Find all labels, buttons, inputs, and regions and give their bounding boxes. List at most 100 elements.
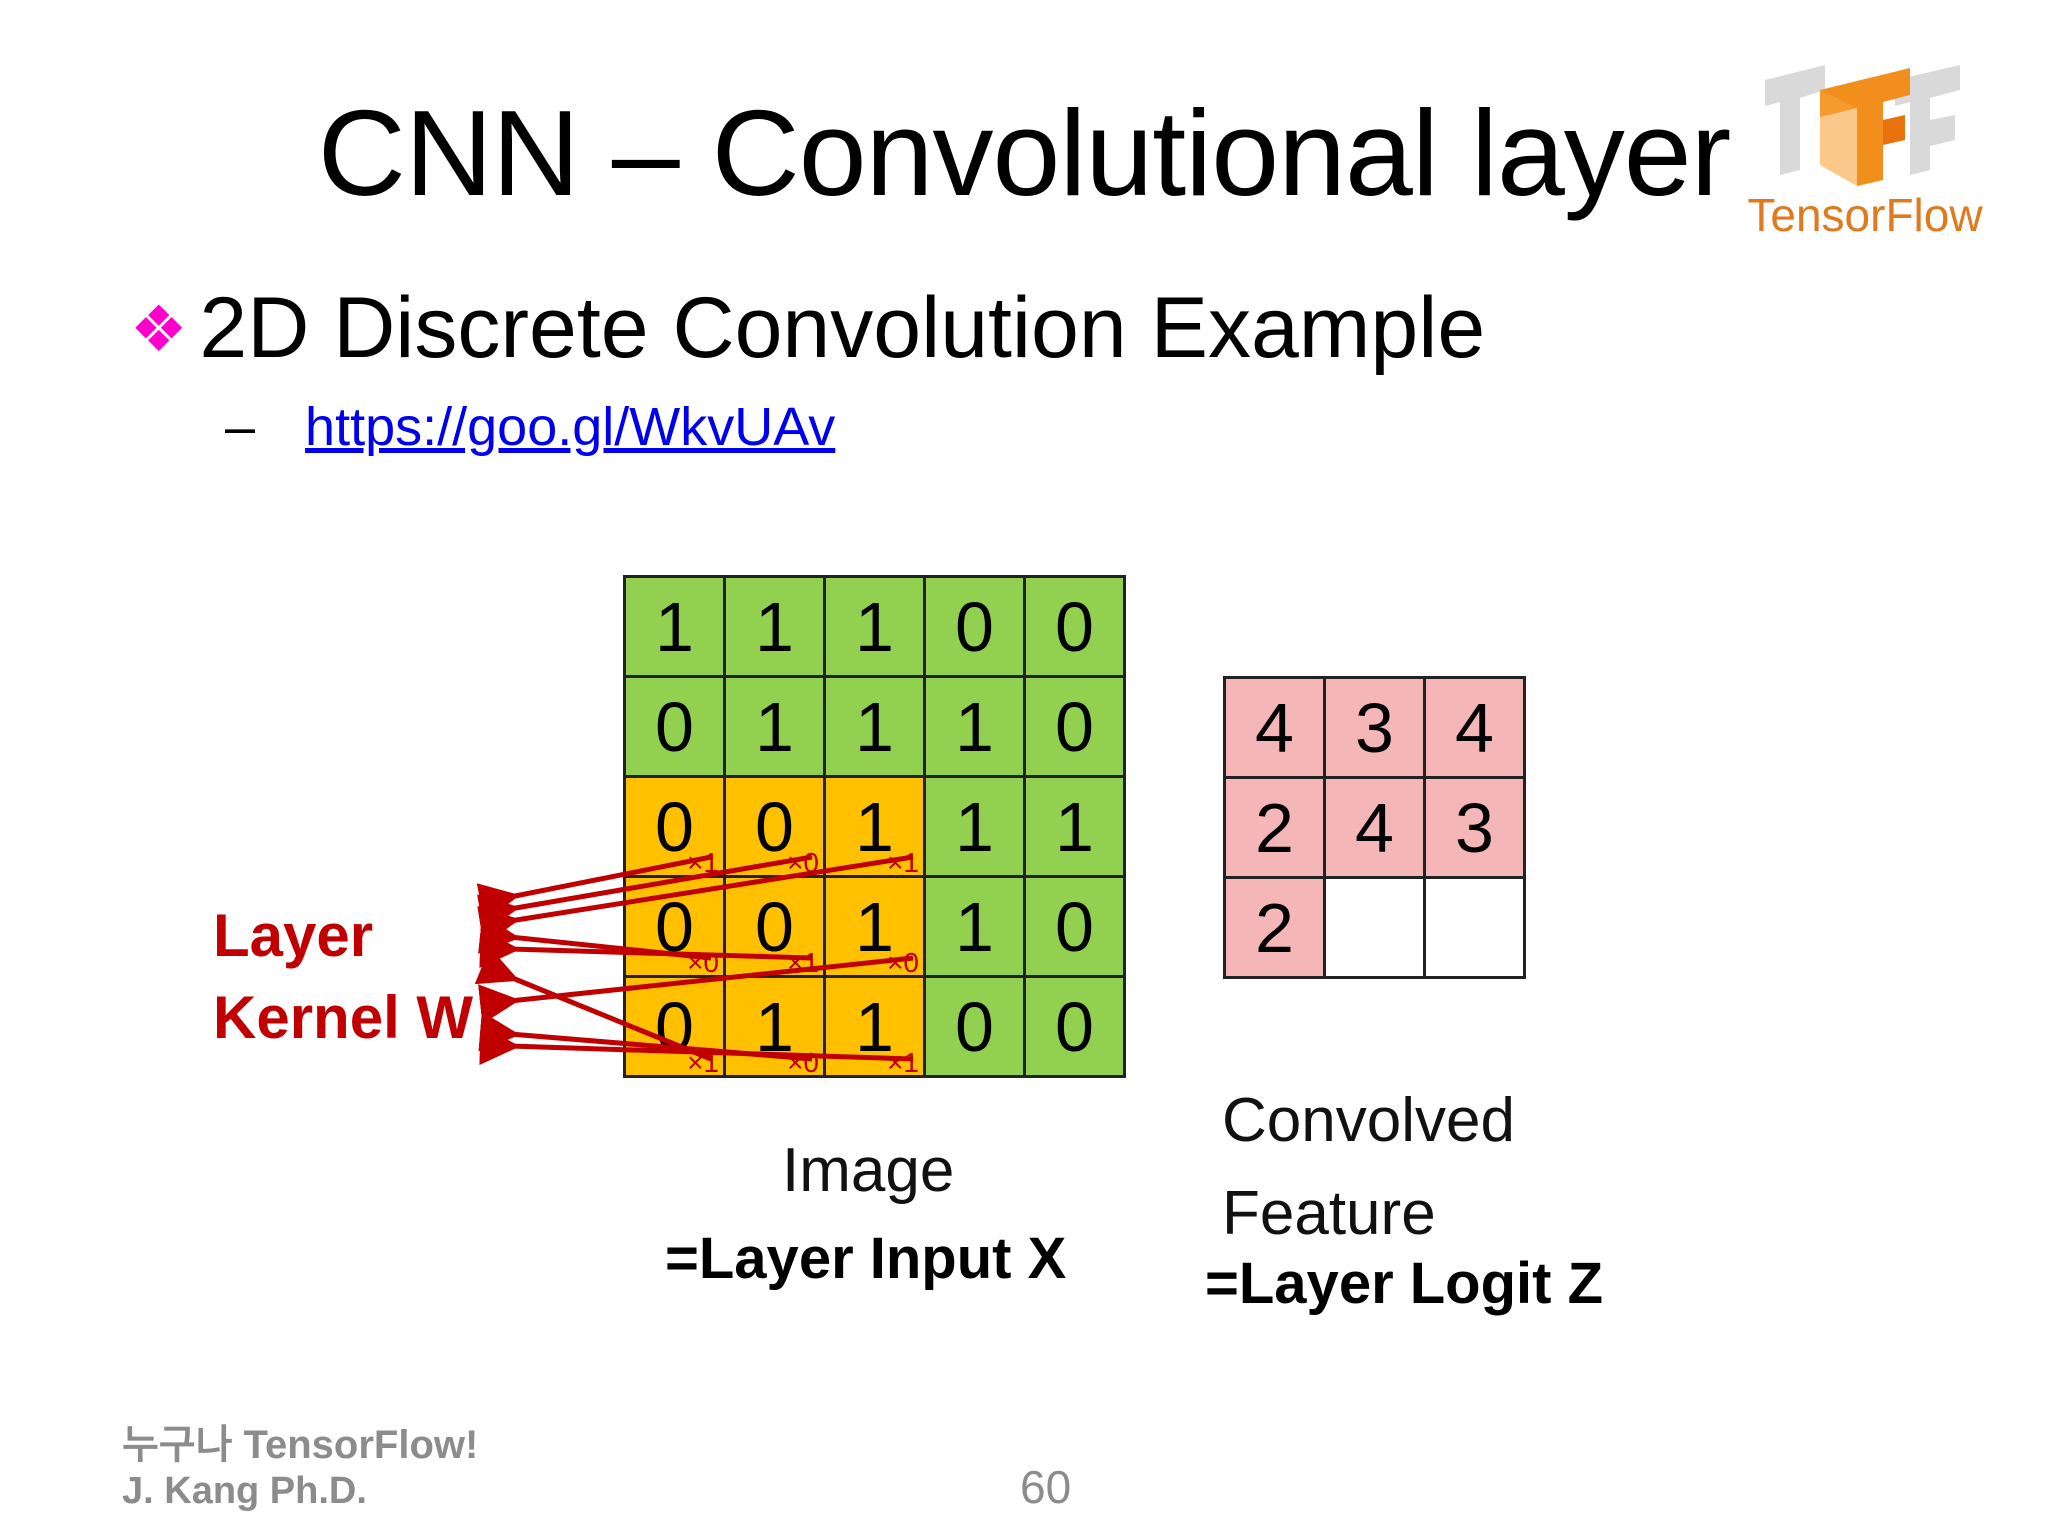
- input-cell: 1: [1023, 775, 1126, 878]
- input-cell: 1×0: [823, 875, 926, 978]
- input-cell-value: 0: [1055, 587, 1094, 666]
- input-cell: 1: [823, 575, 926, 678]
- input-cell: 1×0: [723, 975, 826, 1078]
- kernel-weight: ×1: [687, 1047, 719, 1078]
- input-cell: 0: [923, 575, 1026, 678]
- input-cell: 1: [923, 875, 1026, 978]
- input-caption: Image: [782, 1136, 955, 1205]
- output-cell-value: 2: [1255, 788, 1294, 867]
- kernel-weight: ×0: [887, 947, 919, 978]
- input-cell: 1: [923, 675, 1026, 778]
- input-cell-value: 1: [955, 687, 994, 766]
- input-cell: 1×1: [823, 775, 926, 878]
- input-cell-value: 0: [655, 687, 694, 766]
- input-cell: 0: [1023, 875, 1126, 978]
- kernel-label-line2: Kernel W: [213, 984, 474, 1051]
- input-cell: 1: [923, 775, 1026, 878]
- input-cell: 0×1: [623, 975, 726, 1078]
- output-cell: 3: [1323, 676, 1426, 779]
- input-cell-value: 0: [1055, 887, 1094, 966]
- kernel-weight: ×1: [687, 847, 719, 878]
- output-cell-value: 3: [1355, 688, 1394, 767]
- output-cell: [1323, 876, 1426, 979]
- tensorflow-icon: [1765, 65, 1960, 186]
- sub-bullet: –https://goo.gl/WkvUAv: [225, 397, 835, 457]
- input-cell-value: 1: [755, 687, 794, 766]
- kernel-weight: ×1: [887, 847, 919, 878]
- output-row: 2: [1223, 876, 1526, 979]
- output-cell: [1423, 876, 1526, 979]
- kernel-label: Layer Kernel W: [213, 895, 473, 1059]
- input-cell-value: 1: [755, 587, 794, 666]
- input-cell-value: 0: [755, 787, 794, 866]
- input-cell-value: 1: [855, 687, 894, 766]
- output-cell: 2: [1223, 776, 1326, 879]
- kernel-weight: ×1: [887, 1047, 919, 1078]
- input-cell-value: 1: [955, 887, 994, 966]
- footer-author: J. Kang Ph.D.: [122, 1470, 367, 1512]
- input-cell: 1: [723, 675, 826, 778]
- input-cell: 0×0: [623, 875, 726, 978]
- input-cell: 0: [923, 975, 1026, 1078]
- page-number: 60: [1020, 1461, 1072, 1513]
- output-cell-value: 4: [1455, 688, 1494, 767]
- bullet-text: 2D Discrete Convolution Example: [199, 280, 1486, 376]
- tensorflow-logo: TensorFlow: [1745, 60, 1985, 250]
- input-cell-value: 1: [855, 787, 894, 866]
- output-cell: 4: [1423, 676, 1526, 779]
- input-cell-value: 0: [1055, 687, 1094, 766]
- diamond-bullet-icon: ❖: [130, 293, 188, 365]
- input-cell: 0×0: [723, 775, 826, 878]
- output-cell: 3: [1423, 776, 1526, 879]
- input-cell: 1×1: [823, 975, 926, 1078]
- input-cell-value: 0: [955, 987, 994, 1066]
- kernel-weight: ×1: [787, 947, 819, 978]
- output-cell-value: 4: [1355, 788, 1394, 867]
- input-cell: 0×1: [623, 775, 726, 878]
- slide-title: CNN – Convolutional layer: [317, 85, 1732, 221]
- input-cell: 1: [823, 675, 926, 778]
- footer-course: 누구나 TensorFlow!: [122, 1423, 479, 1467]
- output-cell: 4: [1223, 676, 1326, 779]
- kernel-weight: ×0: [787, 1047, 819, 1078]
- reference-link[interactable]: https://goo.gl/WkvUAv: [305, 397, 836, 457]
- sub-bullet-dash: –: [225, 397, 256, 457]
- kernel-weight: ×0: [687, 947, 719, 978]
- bullet-point: ❖2D Discrete Convolution Example: [130, 280, 1485, 377]
- input-cell-value: 0: [1055, 987, 1094, 1066]
- input-cell-value: 0: [655, 787, 694, 866]
- output-caption-line2: Feature: [1222, 1179, 1436, 1248]
- input-cell-value: 0: [955, 587, 994, 666]
- output-cell-value: 3: [1455, 788, 1494, 867]
- input-cell: 0: [623, 675, 726, 778]
- output-cell: 2: [1223, 876, 1326, 979]
- output-cell-value: 4: [1255, 688, 1294, 767]
- input-cell-value: 1: [955, 787, 994, 866]
- input-cell-value: 1: [855, 587, 894, 666]
- input-cell: 1: [623, 575, 726, 678]
- input-cell: 0: [1023, 575, 1126, 678]
- output-caption-2: =Layer Logit Z: [1205, 1251, 1604, 1316]
- input-cell: 1: [723, 575, 826, 678]
- kernel-weight: ×0: [787, 847, 819, 878]
- logo-label: TensorFlow: [1747, 189, 1983, 241]
- output-cell: 4: [1323, 776, 1426, 879]
- input-cell: 0×1: [723, 875, 826, 978]
- kernel-label-line1: Layer: [213, 902, 374, 969]
- input-caption-2: =Layer Input X: [665, 1226, 1067, 1291]
- input-cell: 0: [1023, 675, 1126, 778]
- output-cell-value: 2: [1255, 888, 1294, 967]
- input-cell-value: 1: [655, 587, 694, 666]
- input-cell-value: 1: [1055, 787, 1094, 866]
- input-cell: 0: [1023, 975, 1126, 1078]
- output-caption-line1: Convolved: [1222, 1086, 1515, 1155]
